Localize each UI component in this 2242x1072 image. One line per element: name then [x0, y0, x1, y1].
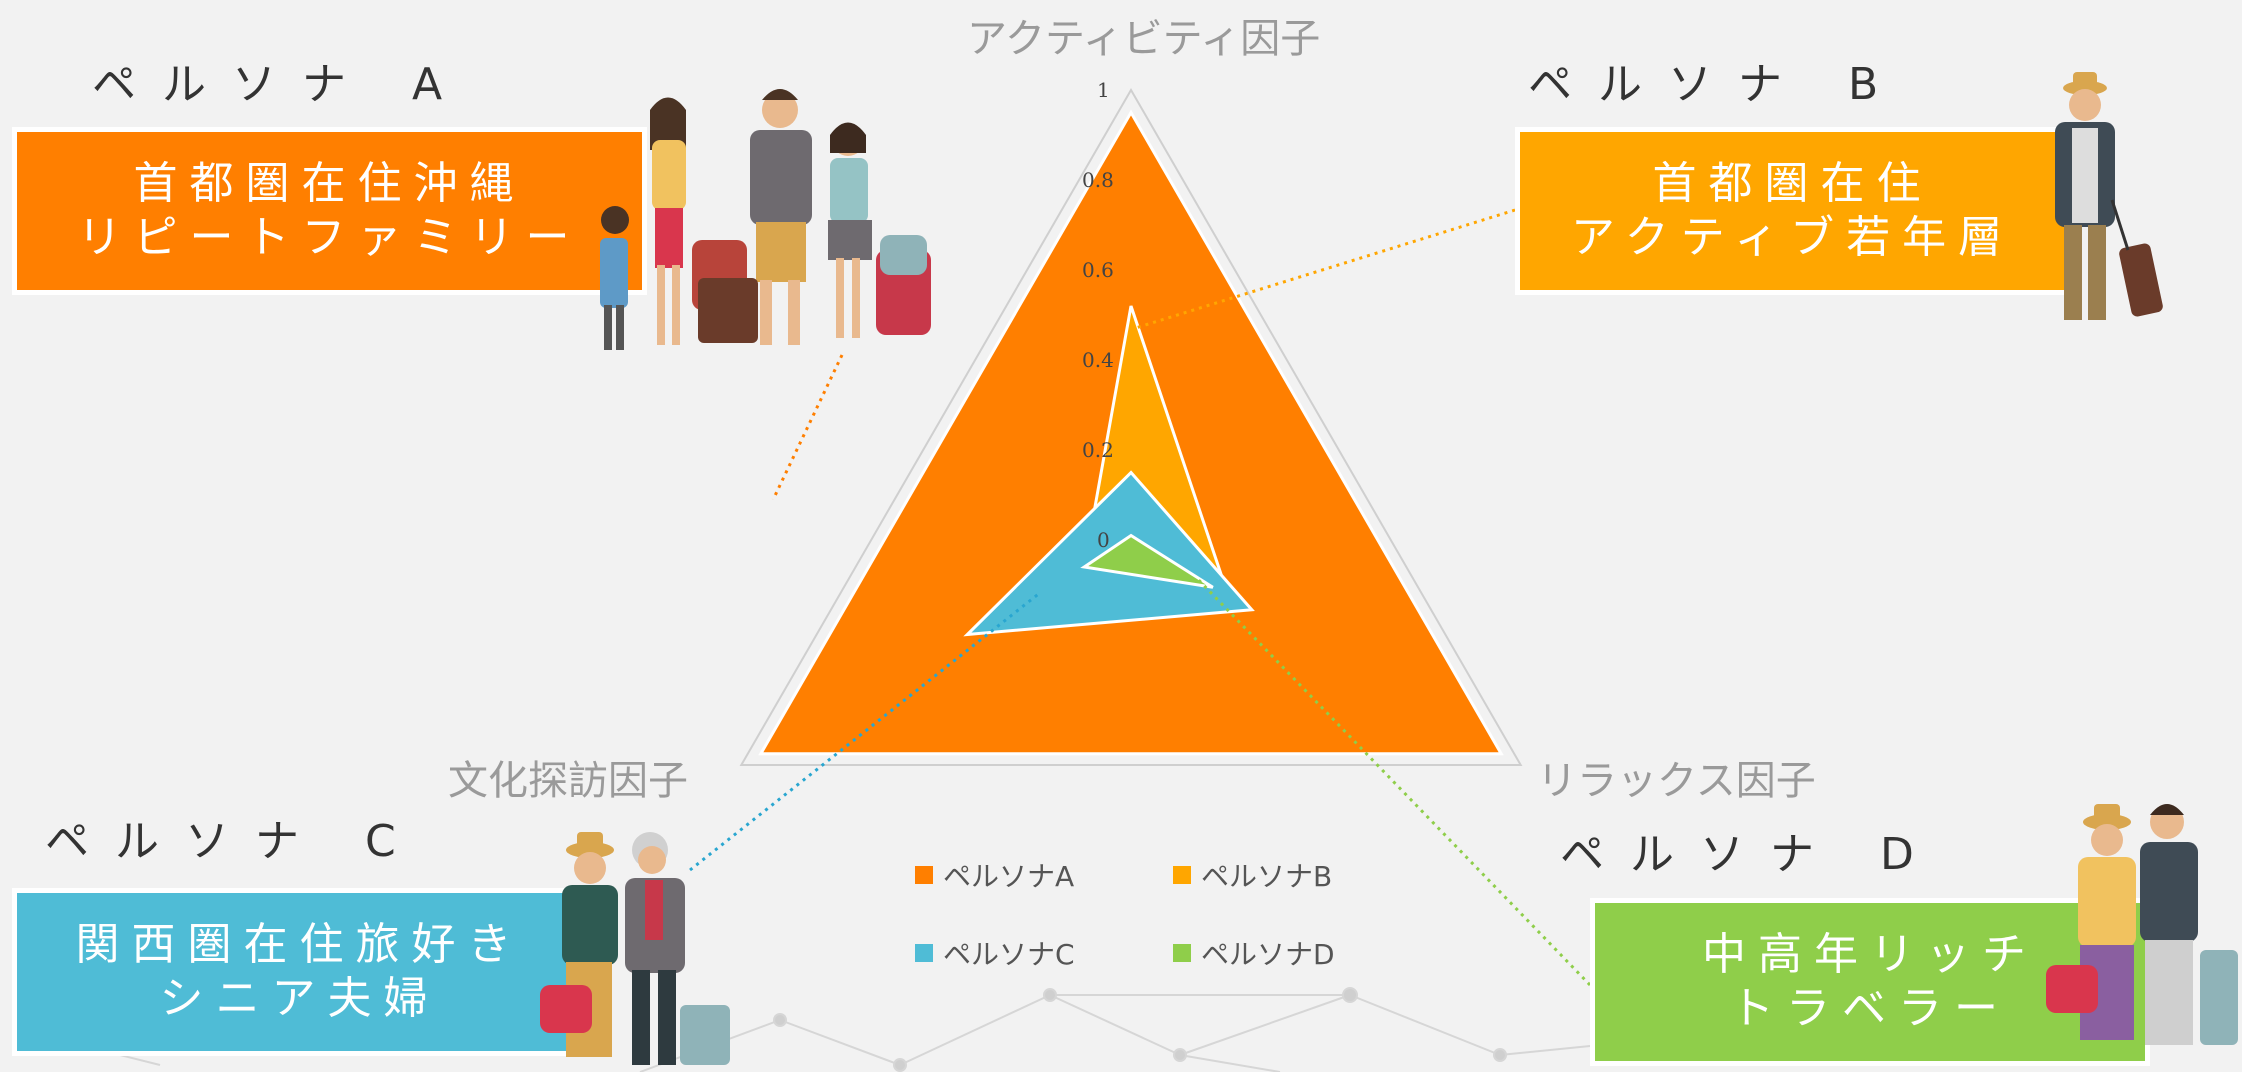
persona-b-title: ペルソナ B	[1528, 59, 1905, 110]
axis-label-relax: リラックス因子	[1537, 758, 1816, 804]
persona-a-box: 首都圏在住沖縄 リピートファミリー	[12, 127, 647, 295]
young-traveller-illustration	[2055, 72, 2163, 320]
persona-c-line2: シニア夫婦	[159, 973, 440, 1024]
axis-label-activity: アクティビティ因子	[967, 16, 1321, 62]
persona-a-line1: 首都圏在住沖縄	[133, 158, 526, 209]
family-illustration	[600, 89, 931, 350]
legend-swatch-d	[1173, 944, 1191, 962]
persona-d-title: ペルソナ D	[1560, 829, 1940, 880]
legend-item-b: ペルソナB	[1173, 855, 1332, 895]
persona-a-line2: リピートファミリー	[77, 212, 582, 263]
persona-a-title: ペルソナ A	[92, 59, 469, 110]
rich-couple-illustration	[2046, 804, 2238, 1045]
persona-c-line1: 関西圏在住旅好き	[75, 919, 524, 970]
radar-series-d	[1080, 533, 1214, 589]
tick-label-0-2: 0.2	[1082, 438, 1114, 462]
legend-label-a: ペルソナA	[943, 860, 1075, 893]
persona-d-line1: 中高年リッチ	[1702, 929, 2038, 980]
legend-label-d: ペルソナD	[1201, 938, 1335, 971]
persona-b-line1: 首都圏在住	[1652, 158, 1933, 209]
persona-c-title: ペルソナ C	[45, 816, 422, 867]
senior-couple-illustration	[540, 832, 730, 1065]
persona-b-box: 首都圏在住 アクティブ若年層	[1515, 127, 2070, 295]
legend-swatch-c	[915, 944, 933, 962]
tick-label-0-6: 0.6	[1082, 258, 1114, 282]
leader-line-c	[689, 590, 1042, 872]
leader-line-a	[771, 354, 844, 501]
axis-label-culture: 文化探訪因子	[448, 758, 688, 804]
tick-label-1: 1	[1097, 78, 1110, 102]
legend-swatch-b	[1173, 866, 1191, 884]
persona-d-line2: トラベラー	[1730, 983, 2010, 1034]
legend-item-c: ペルソナC	[915, 933, 1075, 973]
legend-item-a: ペルソナA	[915, 855, 1074, 895]
persona-b-line2: アクティブ若年層	[1570, 212, 2015, 263]
legend-label-b: ペルソナB	[1201, 860, 1333, 893]
persona-d-box: 中高年リッチ トラベラー	[1590, 898, 2150, 1066]
leader-line-b	[1130, 208, 1516, 331]
legend-swatch-a	[915, 866, 933, 884]
persona-c-box: 関西圏在住旅好き シニア夫婦	[12, 888, 587, 1056]
tick-label-0-8: 0.8	[1082, 168, 1114, 192]
tick-label-0-4: 0.4	[1082, 348, 1114, 372]
tick-label-0: 0	[1097, 528, 1110, 552]
radar-grid-ring-0	[739, 87, 1523, 766]
legend-label-c: ペルソナC	[943, 938, 1075, 971]
legend-item-d: ペルソナD	[1173, 933, 1335, 973]
